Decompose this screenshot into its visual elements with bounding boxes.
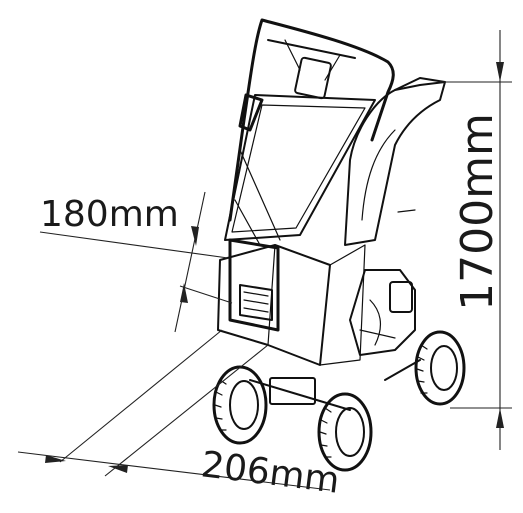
feed-opening [239, 284, 273, 321]
chute-bolt [397, 209, 416, 213]
discharge-chute [344, 81, 446, 246]
opening-dimension-line [174, 191, 206, 333]
engine-mount-box [269, 377, 316, 405]
chipper-machine-illustration [212, 18, 466, 472]
front-left-wheel [212, 365, 268, 445]
opening-ribs [243, 291, 269, 313]
feed-opening-frame [228, 238, 280, 332]
handle-bar [228, 18, 395, 222]
height-arrow-top [496, 62, 504, 82]
height-dimension: 1700mm [440, 30, 512, 450]
engine-air-filter [389, 281, 413, 313]
handle-grip [238, 93, 264, 132]
throttle-control [294, 56, 332, 100]
housing-side [267, 244, 366, 366]
width-dimension: 206mm [17, 329, 342, 502]
engine [349, 269, 416, 356]
opening-dimension-label: 180mm [40, 194, 179, 235]
height-dimension-label: 1700mm [452, 113, 503, 311]
opening-arrow-bottom [180, 283, 188, 303]
opening-dimension: 180mm [39, 191, 233, 333]
chute-deflector [394, 77, 446, 91]
opening-extension-bottom [179, 285, 233, 304]
width-arrow-left [45, 455, 66, 463]
control-cables [284, 39, 341, 81]
opening-extension-top [39, 231, 229, 259]
opening-arrow-top [191, 226, 199, 246]
width-extension-left [59, 329, 223, 463]
engine-details [359, 299, 396, 346]
width-dimension-label: 206mm [199, 444, 342, 502]
height-arrow-bottom [496, 408, 504, 428]
chute-shading [361, 129, 396, 221]
width-dimension-line [17, 451, 331, 491]
width-arrow-right [108, 465, 128, 473]
rear-wheel [414, 330, 466, 406]
width-extension-right [104, 344, 269, 477]
axle [249, 359, 421, 411]
front-right-wheel [317, 392, 373, 472]
feed-hopper [224, 94, 376, 241]
support-rod [234, 149, 281, 246]
hopper-inner-edge [231, 104, 366, 233]
